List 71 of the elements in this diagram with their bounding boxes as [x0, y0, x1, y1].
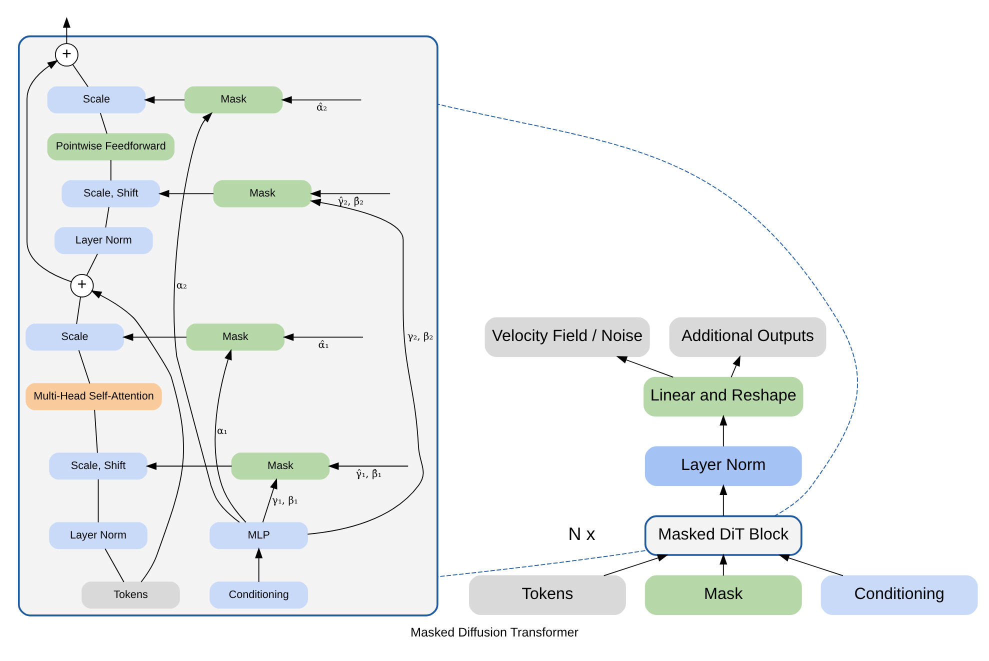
node-box: Tokens: [82, 582, 180, 609]
connector: [76, 296, 81, 324]
node-box: Layer Norm: [644, 446, 802, 486]
node-box: Velocity Field / Noise: [484, 317, 650, 357]
connector: [104, 548, 124, 582]
edge-label: γ₁, β₁: [272, 495, 298, 506]
node-box: Linear and Reshape: [644, 376, 804, 417]
arrow: [26, 60, 72, 282]
connector: [98, 478, 99, 523]
node-box: Scale: [26, 324, 124, 351]
arrow: [310, 190, 390, 198]
node-box: Layer Norm: [49, 522, 148, 550]
node-box: Pointwise Feedforward: [47, 133, 174, 160]
node-box: Mask: [184, 86, 283, 114]
connector: [437, 104, 858, 517]
connector: [105, 206, 110, 228]
cluster: [18, 35, 438, 616]
arrow: [603, 554, 668, 576]
node-box: MLP: [210, 522, 308, 550]
node-box: Masked DiT Block: [644, 515, 802, 556]
edge-label: α₂: [176, 280, 188, 292]
arrow: [174, 112, 240, 523]
arrow: [281, 96, 362, 104]
edge-label: α̂₂: [316, 102, 328, 114]
node-box: Mask: [213, 180, 312, 208]
node-circle: +: [54, 43, 78, 67]
edge-label: γ₂, β₂: [407, 332, 434, 343]
arrow: [90, 290, 184, 582]
edge-label: γ̂₁, β̂₁: [356, 468, 382, 480]
arrow: [616, 356, 674, 378]
node-box: Scale: [47, 86, 146, 114]
caption: Masked Diffusion Transformer: [410, 625, 578, 640]
arrow: [730, 355, 740, 378]
arrow: [328, 462, 409, 470]
arrow: [62, 16, 70, 44]
arrow: [307, 198, 424, 535]
node-box: Conditioning: [210, 582, 308, 609]
arrow: [144, 96, 185, 104]
arrow: [262, 478, 278, 523]
connector: [110, 160, 112, 181]
arrow: [255, 547, 263, 582]
node-box: Additional Outputs: [669, 317, 826, 357]
edge-label: γ̂₂, β̂₂: [338, 196, 364, 208]
arrow: [778, 554, 844, 576]
arrow: [122, 333, 187, 341]
arrow: [146, 462, 232, 470]
arrow: [158, 190, 214, 198]
connector: [78, 350, 90, 384]
node-box: Layer Norm: [54, 227, 153, 254]
node-box: Multi-Head Self-Attention: [26, 383, 162, 410]
node-box: Mask: [186, 324, 285, 351]
connector: [86, 253, 98, 276]
node-box: Conditioning: [820, 575, 978, 615]
arrow: [720, 554, 728, 576]
edge-label: α̂₁: [318, 340, 329, 351]
node-box: Scale, Shift: [49, 452, 148, 480]
node-box: Tokens: [469, 575, 626, 615]
arrow: [214, 348, 246, 523]
connector: [437, 550, 646, 578]
edge-label: α₁: [216, 426, 228, 437]
connector: [72, 64, 88, 88]
arrow: [720, 484, 728, 516]
node-box: Mask: [231, 452, 330, 480]
node-circle: +: [70, 274, 94, 298]
arrow: [720, 414, 728, 447]
node-box: Scale, Shift: [62, 180, 160, 208]
connector: [94, 409, 98, 454]
node-box: Mask: [644, 575, 802, 615]
node-label: N x: [568, 524, 596, 544]
connector: [100, 112, 108, 134]
arrow: [282, 333, 364, 341]
